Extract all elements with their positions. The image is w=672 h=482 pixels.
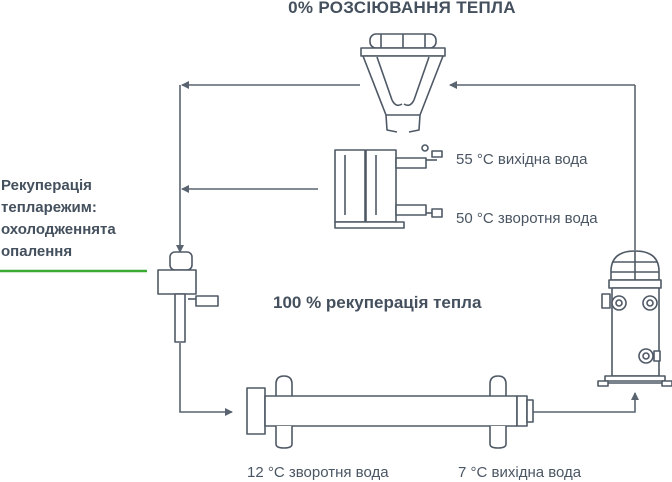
- mode-label-line: опалення: [1, 243, 73, 260]
- mode-label-line: тепларежим:: [1, 199, 97, 216]
- condenser-icon: [334, 144, 443, 229]
- dry-cooler-icon: [360, 33, 446, 133]
- hot-outlet-temperature: 55 °C вихідна вода: [456, 151, 588, 168]
- expansion-valve-icon: [157, 251, 219, 343]
- evaporator-icon: [246, 375, 534, 449]
- heat-recovery-percentage: 100 % рекуперація тепла: [273, 293, 482, 312]
- mode-label-line: Рекуперація: [1, 177, 92, 194]
- diagram-title: 0% РОЗСІЮВАННЯ ТЕПЛА: [288, 0, 516, 17]
- heat-recovery-mode-label: Рекуперація тепларежим: охолодженнята оп…: [1, 175, 161, 263]
- compressor-icon: [597, 250, 672, 387]
- pipework: [176, 81, 639, 416]
- mode-label-line: охолодженнята: [1, 221, 116, 238]
- flow-arrow-to-compressor: [532, 392, 639, 413]
- hot-return-temperature: 50 °C зворотня вода: [456, 210, 598, 227]
- cold-return-temperature: 12 °C зворотня вода: [247, 464, 389, 481]
- flow-arrow-to-evaporator: [179, 343, 233, 416]
- cold-outlet-temperature: 7 °C вихідна вода: [458, 464, 582, 481]
